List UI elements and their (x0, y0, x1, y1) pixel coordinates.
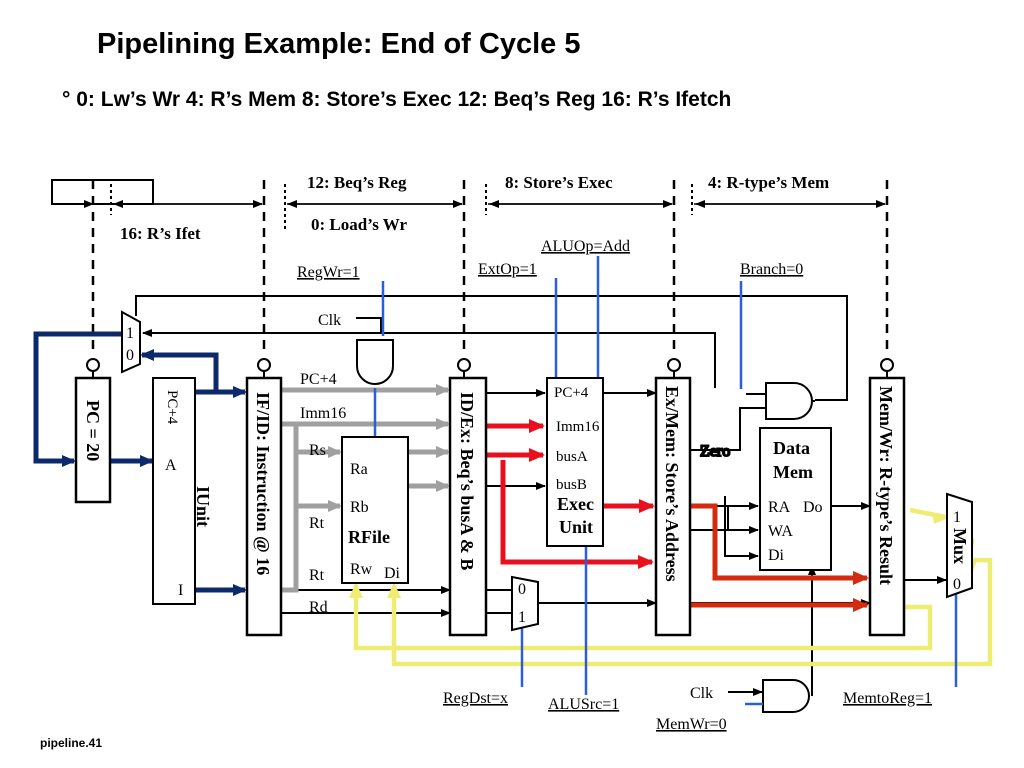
regwr-signal: RegWr=1 (297, 264, 360, 281)
iunit-a: A (165, 457, 177, 474)
imm16-label: Imm16 (300, 405, 346, 422)
regdst-mux-0: 0 (518, 581, 526, 598)
pc-value: PC = 20 (83, 400, 103, 461)
iunit-pc4: PC+4 (164, 390, 180, 425)
memwr-signal: MemWr=0 (656, 716, 727, 733)
regwr-and-gate (356, 339, 394, 385)
wb-mux-1: 1 (953, 509, 961, 526)
page-title: Pipelining Example: End of Cycle 5 (97, 28, 581, 60)
if-id-register (245, 376, 283, 637)
pc-register (74, 376, 112, 504)
ex-mem-register (654, 376, 692, 637)
memtoreg-signal: MemtoReg=1 (843, 690, 932, 707)
mem-wr-register (868, 376, 906, 637)
rfile-rb: Rb (350, 499, 369, 516)
dmem-label-2: Mem (773, 462, 813, 482)
exec-busb: busB (556, 477, 587, 493)
dmem-label-1: Data (773, 438, 810, 458)
zero-label: Zero (700, 443, 730, 460)
rs-label: Rs (309, 442, 326, 459)
stage-prev-box (51, 179, 154, 205)
branch-and-gate (765, 382, 813, 420)
stage-label-wr: 0: Load’s Wr (311, 215, 407, 234)
dmem-di: Di (768, 547, 785, 564)
rfile-rw: Rw (350, 561, 373, 578)
pc-mux-in1: 1 (126, 325, 134, 342)
stage-label-ifet: 16: R’s Ifet (120, 224, 201, 243)
id-ex-register (448, 376, 488, 637)
wb-mux-label: Mux (950, 528, 970, 564)
branch-signal: Branch=0 (740, 261, 803, 278)
exec-unit-label-1: Exec (557, 494, 594, 514)
if-id-label: IF/ID: Instruction @ 16 (253, 392, 273, 575)
regdst-mux (511, 575, 539, 632)
register-file (341, 436, 409, 584)
mem-wr-label: Mem/Wr: R-type’s Result (876, 386, 896, 585)
clk-top-label: Clk (318, 312, 341, 329)
rd-label: Rd (309, 599, 328, 616)
exec-busa: busA (556, 449, 588, 465)
rt-label-2: Rt (309, 567, 325, 584)
regdst-mux-1: 1 (518, 609, 526, 626)
dmem-ra: RA (768, 499, 791, 516)
writeback-mux (946, 492, 973, 599)
rfile-di: Di (384, 565, 401, 582)
rfile-label: RFile (348, 527, 390, 547)
memwr-and-gate (762, 679, 810, 713)
instruction-unit (152, 377, 196, 605)
alusrc-signal: ALUSrc=1 (548, 696, 619, 713)
pc4-label: PC+4 (300, 371, 337, 388)
data-memory (759, 427, 832, 571)
stage-label-mem: 4: R-type’s Mem (708, 173, 829, 192)
id-ex-label: ID/Ex: Beq’s busA & B (457, 392, 477, 570)
slide-footer: pipeline.41 (40, 736, 103, 750)
page-subtitle: ° 0: Lw’s Wr 4: R’s Mem 8: Store’s Exec … (62, 88, 732, 111)
exec-unit-label-2: Unit (559, 517, 593, 537)
iunit-i: I (178, 582, 183, 599)
rfile-ra: Ra (350, 461, 368, 478)
dmem-do: Do (803, 499, 823, 516)
stage-label-exec: 8: Store’s Exec (505, 173, 613, 192)
rt-label-1: Rt (309, 515, 325, 532)
aluop-signal: ALUOp=Add (541, 238, 630, 255)
wb-mux-0: 0 (953, 576, 961, 593)
stage-label-reg: 12: Beq’s Reg (307, 173, 407, 192)
clk-bottom-label: Clk (690, 685, 713, 702)
dmem-wa: WA (768, 523, 793, 540)
extop-signal: ExtOp=1 (478, 261, 537, 278)
iunit-label: IUnit (193, 486, 213, 527)
exec-pc4: PC+4 (554, 385, 589, 401)
stage-boundaries (91, 180, 889, 355)
regdst-signal: RegDst=x (443, 690, 508, 707)
pc-mux-in0: 0 (126, 347, 134, 364)
exec-imm16: Imm16 (556, 419, 600, 435)
pc-mux (121, 310, 141, 374)
exec-unit (546, 377, 604, 547)
ex-mem-label: Ex/Mem: Store’s Address (662, 386, 682, 582)
